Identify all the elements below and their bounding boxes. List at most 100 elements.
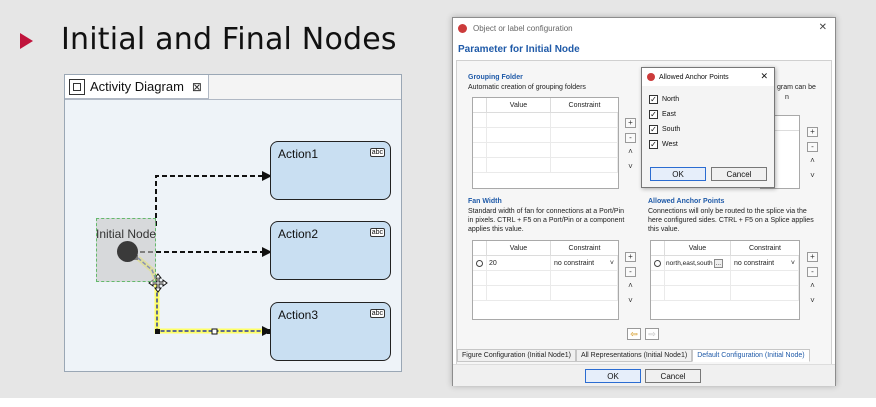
move-up-button[interactable]: ˄ [810,156,815,165]
checkbox-west[interactable]: ✓ West [649,140,678,149]
remove-row-button[interactable]: - [625,133,636,143]
bullet-triangle-icon [20,33,33,49]
tab-close-icon[interactable]: ⊠ [191,79,202,94]
action-label: Action3 [278,308,319,322]
table-row[interactable]: north,east,south ... no constraint ˅ [651,255,799,271]
table-row[interactable] [651,285,799,301]
fan-width-title: Fan Width [468,198,502,205]
fan-width-side-buttons: + - ˄ ˅ [625,252,637,312]
row-radio[interactable] [476,259,483,267]
anchor-side-buttons: + - ˄ ˅ [807,252,819,312]
row-radio[interactable] [654,259,661,267]
popup-ok-button[interactable]: OK [650,167,706,181]
add-row-button[interactable]: + [625,118,636,128]
fan-width-constraint-select[interactable]: no constraint ˅ [551,255,618,271]
action-node-2[interactable]: Action2 abc [270,221,391,280]
fan-width-value[interactable]: 20 [487,255,551,271]
cancel-button[interactable]: Cancel [645,369,701,383]
move-up-button[interactable]: ˄ [810,281,815,290]
move-down-button[interactable]: ˅ [628,162,633,171]
configuration-dialog: Object or label configuration ✕ Paramete… [452,17,836,386]
checkbox-east[interactable]: ✓ East [649,110,676,119]
anchor-points-value[interactable]: north,east,south ... [665,255,731,271]
action-node-1[interactable]: Action1 abc [270,141,391,200]
table-row[interactable]: 20 no constraint ˅ [473,255,618,271]
arrow-right-icon[interactable]: ⇨ [645,328,659,340]
action-label: Action2 [278,227,319,241]
partial-desc-line1: gram can be [777,84,816,91]
fan-width-desc-1: Standard width of fan for connections at… [468,208,625,215]
checkbox-label: South [662,126,681,133]
anchor-points-table[interactable]: Value Constraint north,east,south ... no… [650,240,800,320]
move-up-button[interactable]: ˄ [628,147,633,156]
grouping-folder-desc: Automatic creation of grouping folders [468,84,586,91]
add-row-button[interactable]: + [625,252,636,262]
partial-side-buttons: + - ˄ ˅ [807,127,819,187]
initial-node[interactable] [117,241,138,262]
column-header-constraint: Constraint [568,101,601,109]
anchor-points-desc-3: this value. [648,226,680,233]
remove-row-button[interactable]: - [625,267,636,277]
tab-default-configuration[interactable]: Default Configuration (Initial Node) [692,349,810,362]
checkbox-label: North [662,96,680,103]
abc-badge-icon: abc [369,228,385,237]
table-header: Value Constraint [473,241,618,256]
fan-width-desc-2: in pixels. CTRL + F5 on a Port/Pin or a … [468,217,625,224]
popup-titlebar: Allowed Anchor Points ✕ [642,68,774,86]
column-header-constraint: Constraint [568,244,601,252]
constraint-value: no constraint [554,259,595,267]
action-label: Action1 [278,147,319,161]
column-header-constraint: Constraint [749,244,781,252]
remove-row-button[interactable]: - [807,142,818,152]
abc-badge-icon: abc [369,148,385,157]
table-header: Value Constraint [651,241,799,256]
anchor-points-desc-1: Connections will only be routed to the s… [648,208,807,215]
grouping-side-buttons: + - ˄ ˅ [625,118,637,178]
app-icon [458,24,467,33]
dialog-close-icon[interactable]: ✕ [818,22,827,33]
move-down-button[interactable]: ˅ [810,296,815,305]
anchor-points-title: Allowed Anchor Points [648,198,725,205]
table-row[interactable] [473,127,618,143]
arrow-left-icon[interactable]: ⇦ [627,328,641,340]
abc-badge-icon: abc [369,309,385,318]
table-row[interactable] [473,285,618,301]
app-icon [647,73,655,81]
action-node-3[interactable]: Action3 abc [270,302,391,361]
checkmark-icon: ✓ [649,95,658,104]
checkbox-south[interactable]: ✓ South [649,125,680,134]
add-row-button[interactable]: + [807,252,818,262]
table-row[interactable] [473,157,618,173]
diagram-icon [69,78,85,95]
move-down-button[interactable]: ˅ [628,296,633,305]
tab-figure-configuration[interactable]: Figure Configuration (Initial Node1) [457,349,576,362]
ok-button[interactable]: OK [585,369,641,383]
initial-node-label: Initial Node [96,227,157,241]
table-row[interactable] [473,142,618,158]
popup-close-icon[interactable]: ✕ [760,71,768,81]
table-row[interactable] [651,270,799,286]
popup-cancel-button[interactable]: Cancel [711,167,767,181]
constraint-value: no constraint [734,259,775,267]
add-row-button[interactable]: + [807,127,818,137]
table-row[interactable] [473,112,618,128]
remove-row-button[interactable]: - [807,267,818,277]
move-down-button[interactable]: ˅ [810,171,815,180]
transfer-arrows: ⇦ ⇨ [627,328,659,340]
tab-all-representations[interactable]: All Representations (Initial Node1) [575,349,693,362]
anchor-points-desc-2: here configured sides. CTRL + F5 on a Sp… [648,217,814,224]
anchor-constraint-select[interactable]: no constraint ˅ [731,255,799,271]
anchor-points-popup: Allowed Anchor Points ✕ ✓ North ✓ East ✓… [641,67,775,188]
tab-activity-diagram[interactable]: Activity Diagram ⊠ [65,75,209,99]
chevron-down-icon: ˅ [609,259,614,267]
tab-label: Activity Diagram [90,79,184,94]
checkmark-icon: ✓ [649,125,658,134]
edit-value-button[interactable]: ... [713,258,724,268]
move-up-button[interactable]: ˄ [628,281,633,290]
checkbox-north[interactable]: ✓ North [649,95,679,104]
grouping-folder-table[interactable]: Value Constraint [472,97,619,189]
fan-width-table[interactable]: Value Constraint 20 no constraint ˅ [472,240,619,320]
table-row[interactable] [473,270,618,286]
initial-node-selection[interactable] [96,218,156,282]
chevron-down-icon: ˅ [790,259,795,267]
